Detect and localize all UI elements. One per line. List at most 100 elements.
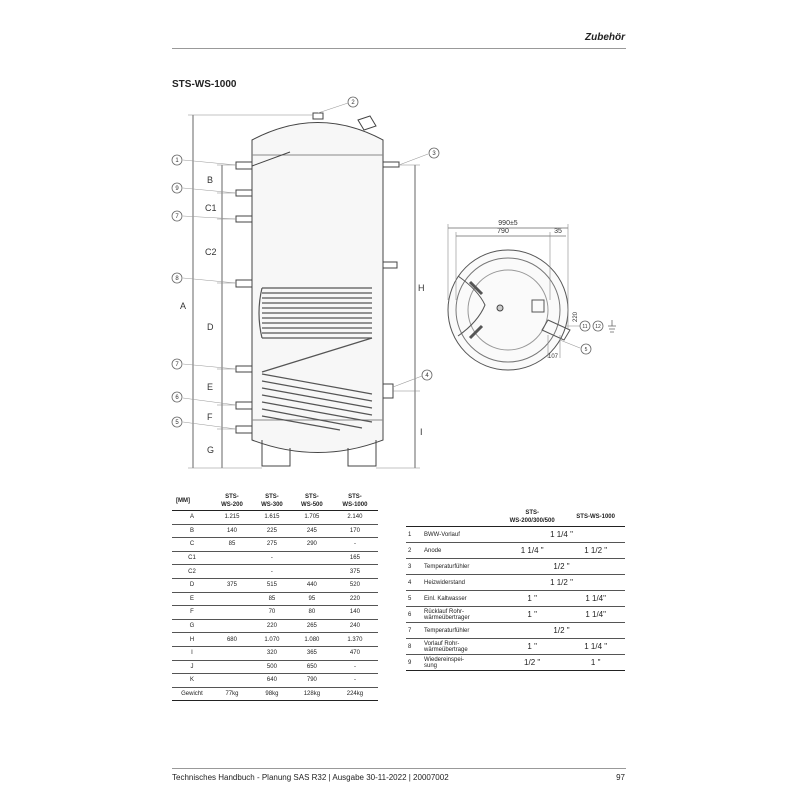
dim-cell: 375 xyxy=(211,577,252,593)
dim-label-c1: C1 xyxy=(205,203,217,213)
dim-cell: 85 xyxy=(211,537,252,552)
heat-exchanger-coil xyxy=(258,287,373,431)
conn-size-1000: 1 1/4" xyxy=(566,606,625,623)
conn-description: Wiedereinspei- sung xyxy=(422,654,498,671)
dim-row-label: C xyxy=(172,537,212,552)
dim-cell: - xyxy=(251,550,292,565)
dim-cell: 165 xyxy=(331,550,378,565)
dim-cell: 375 xyxy=(331,564,378,579)
connection-9 xyxy=(235,189,253,197)
conn-number: 1 xyxy=(406,526,422,543)
anode-fitting xyxy=(357,115,377,131)
dim-cell xyxy=(291,564,332,579)
dim-cell: - xyxy=(331,537,378,552)
dim-cell: - xyxy=(331,673,378,688)
conn-number: 6 xyxy=(406,606,422,623)
callout-5: 5 xyxy=(175,420,179,426)
dim-header-200: STS- WS-200 xyxy=(221,494,243,508)
table-row: C2-375 xyxy=(172,564,378,579)
conn-header-desc xyxy=(422,508,498,527)
dim-label-a: A xyxy=(180,301,186,311)
dim-cell: 520 xyxy=(331,577,378,593)
dim-small: 35 xyxy=(554,228,562,235)
dim-cell: 128kg xyxy=(291,686,332,702)
dim-row-label: B xyxy=(172,523,212,538)
connection-3 xyxy=(382,161,400,168)
callout-8: 8 xyxy=(175,276,179,282)
dim-cell: 500 xyxy=(251,659,292,674)
dim-row-label: E xyxy=(172,591,212,606)
conn-size-1000: 1 1/4" xyxy=(566,590,625,607)
dim-cell xyxy=(211,564,252,579)
dim-cell: 440 xyxy=(291,577,332,593)
conn-header-200-500: STS- WS-200/300/500 xyxy=(509,510,555,524)
conn-description: BWW-Vorlauf xyxy=(422,526,498,543)
dim-row-label: A xyxy=(172,510,212,525)
dim-cell: 220 xyxy=(331,591,378,606)
section-title: Zubehör xyxy=(585,32,625,43)
dim-cell: 1.215 xyxy=(211,510,252,525)
dim-cell: 680 xyxy=(211,632,252,647)
dim-cell xyxy=(291,550,332,565)
dim-cell: 225 xyxy=(251,523,292,538)
callout-9: 9 xyxy=(175,186,179,192)
footer-rule xyxy=(172,768,626,769)
conn-description: Temperaturfühler xyxy=(422,622,498,639)
conn-size: 1/2 " xyxy=(498,654,567,671)
dim-cell xyxy=(211,659,252,674)
technical-drawing: 1 9 7 8 7 6 5 2 3 4 11 12 5 B C1 C2 A D … xyxy=(171,96,616,469)
dim-cell: 1.370 xyxy=(331,632,378,647)
dim-cell: 1.615 xyxy=(251,510,292,525)
callout-4: 4 xyxy=(425,373,429,379)
conn-number: 3 xyxy=(406,558,422,575)
conn-description: Vorlauf Rohr- wärmeübertrage xyxy=(422,638,498,655)
dim-row-label: D xyxy=(172,577,212,593)
dim-cell: 320 xyxy=(251,645,292,661)
conn-number: 9 xyxy=(406,654,422,671)
callout-2: 2 xyxy=(351,100,355,106)
dim-cell: 245 xyxy=(291,523,332,538)
conn-description: Temperaturfühler xyxy=(422,558,498,575)
conn-size-1000: 1 1/4 " xyxy=(566,638,625,655)
dim-cell: 1.705 xyxy=(291,510,332,525)
dim-row-label: G xyxy=(172,618,212,633)
dim-cell: 1.080 xyxy=(291,632,332,647)
dim-inner: 790 xyxy=(497,228,509,235)
connection-4 xyxy=(382,383,394,399)
dim-cell: 220 xyxy=(251,618,292,633)
conn-size: 1 1/2 " xyxy=(498,574,625,591)
dim-row-label: F xyxy=(172,605,212,620)
conn-size-1000: 1 1/2 " xyxy=(566,542,625,559)
callout-7a: 7 xyxy=(175,214,179,220)
dim-row-label: C2 xyxy=(172,564,212,579)
conn-number: 5 xyxy=(406,590,422,607)
callout-7b: 7 xyxy=(175,362,179,368)
dim-header-300: STS- WS-300 xyxy=(261,494,283,508)
connection-7b xyxy=(235,365,253,373)
conn-size: 1 1/4 " xyxy=(498,526,625,543)
conn-size: 1 1/4 " xyxy=(498,542,567,559)
conn-size: 1/2 " xyxy=(498,558,625,575)
top-fitting-2 xyxy=(312,112,324,120)
conn-size: 1 " xyxy=(498,638,567,655)
dim-cell: 80 xyxy=(291,605,332,620)
dim-label-e: E xyxy=(207,382,213,392)
conn-header-n xyxy=(406,508,422,527)
dim-row-label: J xyxy=(172,659,212,674)
header-rule xyxy=(172,48,626,49)
dim-cell: 70 xyxy=(251,605,292,620)
callout-12: 12 xyxy=(595,324,601,330)
dim-cell: 95 xyxy=(291,591,332,606)
